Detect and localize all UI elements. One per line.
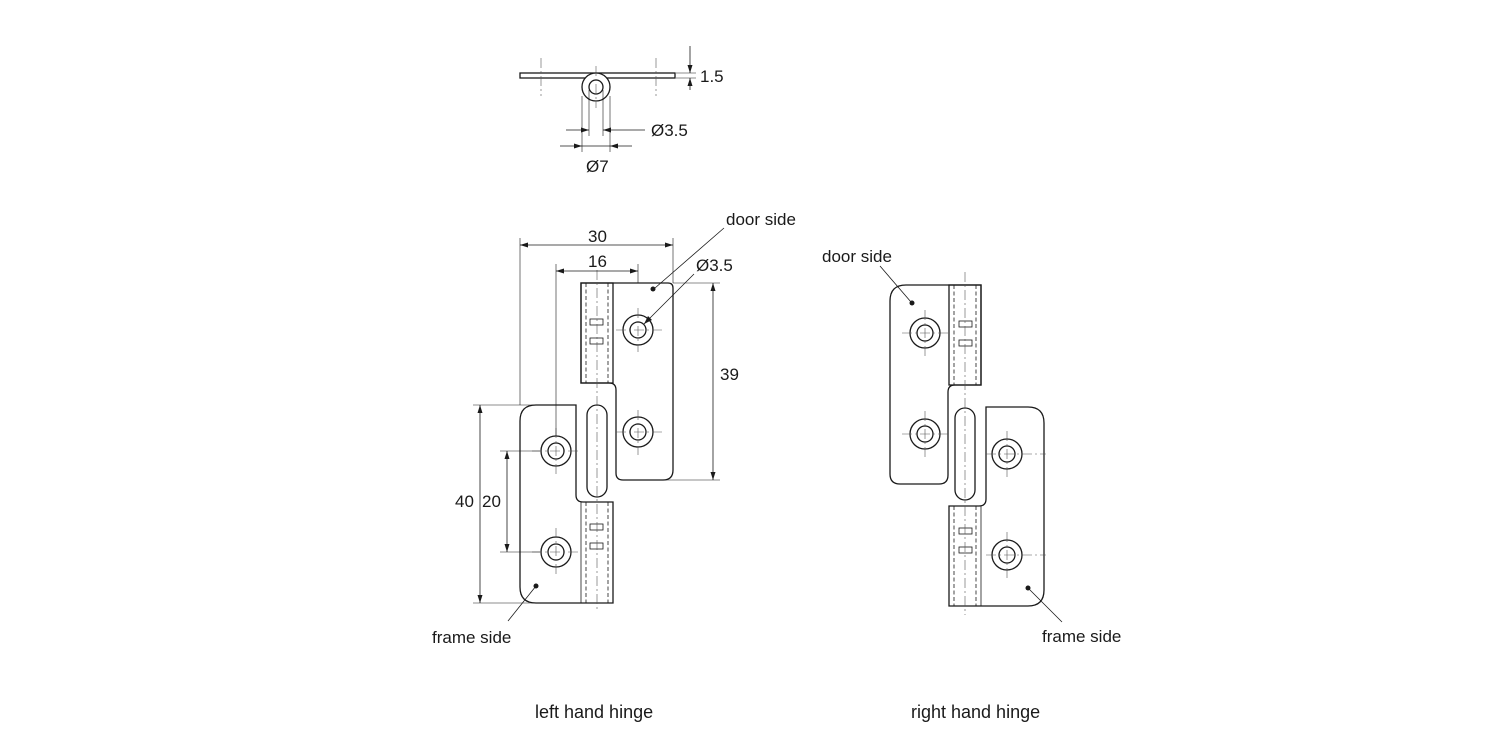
right-hinge-caption: right hand hinge (911, 702, 1040, 722)
left-hand-hinge: 30 16 Ø3.5 door side 39 40 20 (432, 210, 796, 722)
dim-width-label: 30 (588, 227, 607, 246)
left-door-side-label: door side (726, 210, 796, 229)
dim-thickness-label: 1.5 (700, 67, 724, 86)
left-frame-leaf (519, 404, 614, 604)
right-door-side-label: door side (822, 247, 892, 266)
right-frame-side-label: frame side (1042, 627, 1121, 646)
dim-door-height-label: 39 (720, 365, 739, 384)
left-hinge-caption: left hand hinge (535, 702, 653, 722)
dim-frame-height-label: 40 (455, 492, 474, 511)
right-frame-leaf (948, 406, 1045, 607)
left-frame-side-label: frame side (432, 628, 511, 647)
left-door-leaf (580, 282, 674, 481)
dim-bore-label: Ø3.5 (651, 121, 688, 140)
top-view: 1.5 Ø3.5 Ø7 (519, 46, 724, 176)
dim-hole-label: Ø3.5 (696, 256, 733, 275)
right-hand-hinge: door side frame side right hand hinge (822, 247, 1121, 722)
right-door-leaf (889, 284, 982, 485)
dim-offset-label: 16 (588, 252, 607, 271)
dim-hole-spacing-label: 20 (482, 492, 501, 511)
dim-knuckle-label: Ø7 (586, 157, 609, 176)
left-door-side-dot (650, 286, 656, 292)
